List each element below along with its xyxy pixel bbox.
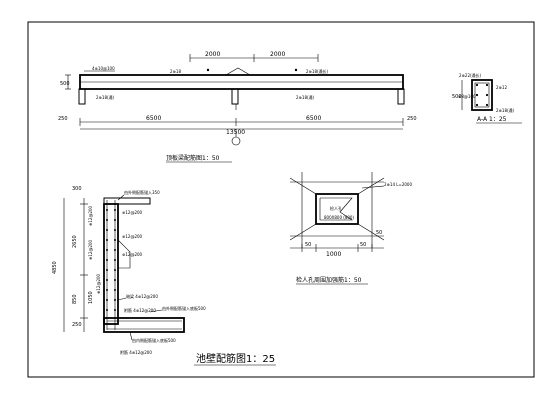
- rebar-dot: [106, 299, 108, 301]
- wall-label-11: 由内侧配筋锚入底板500: [132, 337, 176, 343]
- rebar-top-right: 2⊕18(通长): [306, 68, 329, 74]
- rebar-dot: [106, 209, 108, 211]
- beam-left-height: 500: [60, 81, 70, 87]
- wall-label-5: ⊕12@200: [88, 205, 93, 226]
- wall-label-1: 由外侧配筋锚入350: [124, 189, 160, 195]
- rebar-dot: [114, 259, 116, 261]
- rebar-dot: [114, 279, 116, 281]
- wall-dim-3: 4850: [52, 261, 58, 274]
- wall-caption: 池壁配筋图1：25: [196, 352, 275, 365]
- rebar-dot: [114, 249, 116, 251]
- wall-label-4: ⊕12@200: [122, 252, 143, 257]
- wall-label-9: 由外侧配筋锚入底板500: [162, 305, 206, 311]
- wall-label-3: ⊕12@200: [122, 234, 143, 239]
- wall-label-2: ⊕12@200: [122, 210, 143, 215]
- bottom-slab: [103, 317, 185, 333]
- wall-dim-4: 1050: [88, 291, 94, 304]
- manhole-size: 800X800 (800): [324, 215, 354, 220]
- wall-outline: [103, 203, 119, 325]
- section-outline: [471, 79, 493, 111]
- dim-left-offset: 250: [58, 116, 68, 122]
- sheet-frame: [27, 21, 535, 378]
- dim-total: 13500: [226, 129, 245, 136]
- wall-label-6: ⊕12@200: [88, 239, 93, 260]
- dim-top-left: 2000: [205, 51, 220, 58]
- wall-label-10: 附筋 4⊕12@200: [124, 307, 156, 313]
- rebar-dot: [106, 289, 108, 291]
- dim-bottom-left: 6500: [146, 115, 161, 122]
- wall-dim-1: 2650: [72, 235, 78, 248]
- wall-section: 2650 850 4850 1050 250 300 由外侧配筋锚入350 ⊕1…: [52, 186, 276, 366]
- manhole-label: 检人孔: [330, 205, 342, 211]
- rebar-dot: [106, 259, 108, 261]
- section-aa: 2⊕22(通长) ⊕8@100 2⊕12 2⊕18(通) 500 A-A 1：2…: [452, 72, 522, 124]
- wall-dim-6: 300: [72, 186, 82, 192]
- rebar-dot: [114, 209, 116, 211]
- rebar-dot: [114, 299, 116, 301]
- section-stirrup: ⊕8@100: [458, 94, 476, 99]
- rebar-dot: [106, 309, 108, 311]
- manhole-dim-1: 50: [305, 242, 311, 248]
- rebar-dot: [106, 269, 108, 271]
- manhole-caption: 检人孔周围加强筋1：50: [296, 276, 362, 284]
- rebar-dot: [114, 269, 116, 271]
- wall-label-12: 附筋 4⊕12@200: [120, 349, 152, 355]
- wall-label-7: ⊕12@200: [96, 273, 101, 294]
- rebar-dot: [106, 249, 108, 251]
- wall-dim-2: 850: [72, 294, 78, 304]
- wall-dim-5: 250: [72, 322, 82, 328]
- rebar-left-top: 4⊕10@100: [92, 66, 115, 71]
- rebar-dot: [114, 219, 116, 221]
- rebar-dot: [114, 239, 116, 241]
- rebar-bot-right: 2⊕18(通): [296, 94, 315, 100]
- manhole-dim-3: 50: [360, 242, 366, 248]
- rebar-dot: [106, 229, 108, 231]
- section-caption: A-A 1：25: [477, 116, 507, 123]
- axis-marker: [231, 136, 241, 146]
- manhole-dim-2: 1000: [326, 251, 341, 258]
- middle-column: [231, 88, 239, 105]
- manhole-opening: [315, 193, 359, 225]
- section-rebar-side: 2⊕12: [496, 85, 507, 90]
- rebar-dot: [106, 219, 108, 221]
- dim-top-right: 2000: [270, 51, 285, 58]
- beam-elevation: 2000 2000 4⊕10@100 2⊕18 2⊕18(通长) 2⊕18(通)…: [58, 51, 417, 163]
- rebar-dot: [106, 239, 108, 241]
- left-column: [78, 88, 86, 105]
- section-rebar-bot: 2⊕18(通): [496, 107, 515, 113]
- manhole-rebar: 2⊕14 L=2000: [384, 182, 412, 187]
- manhole-dim-side: 50: [376, 230, 382, 236]
- rebar-dot: [114, 309, 116, 311]
- wall-label-8: 暗梁 4⊕12@200: [126, 293, 158, 299]
- dim-right-offset: 250: [407, 116, 417, 122]
- section-rebar-top: 2⊕22(通长): [459, 72, 482, 78]
- right-column: [397, 88, 405, 105]
- manhole-plan: 检人孔 800X800 (800) 2⊕14 L=2000 50 1000 50…: [289, 172, 412, 285]
- rebar-dot: [106, 279, 108, 281]
- rebar-bot-left: 2⊕18(通): [96, 94, 115, 100]
- rebar-dot: [114, 229, 116, 231]
- rebar-dot: [114, 289, 116, 291]
- section-height: 500: [452, 94, 462, 100]
- dim-bottom-right: 6500: [306, 115, 321, 122]
- beam-caption: 顶板梁配筋图1：50: [166, 154, 220, 162]
- rebar-top-mid: 2⊕18: [170, 69, 181, 74]
